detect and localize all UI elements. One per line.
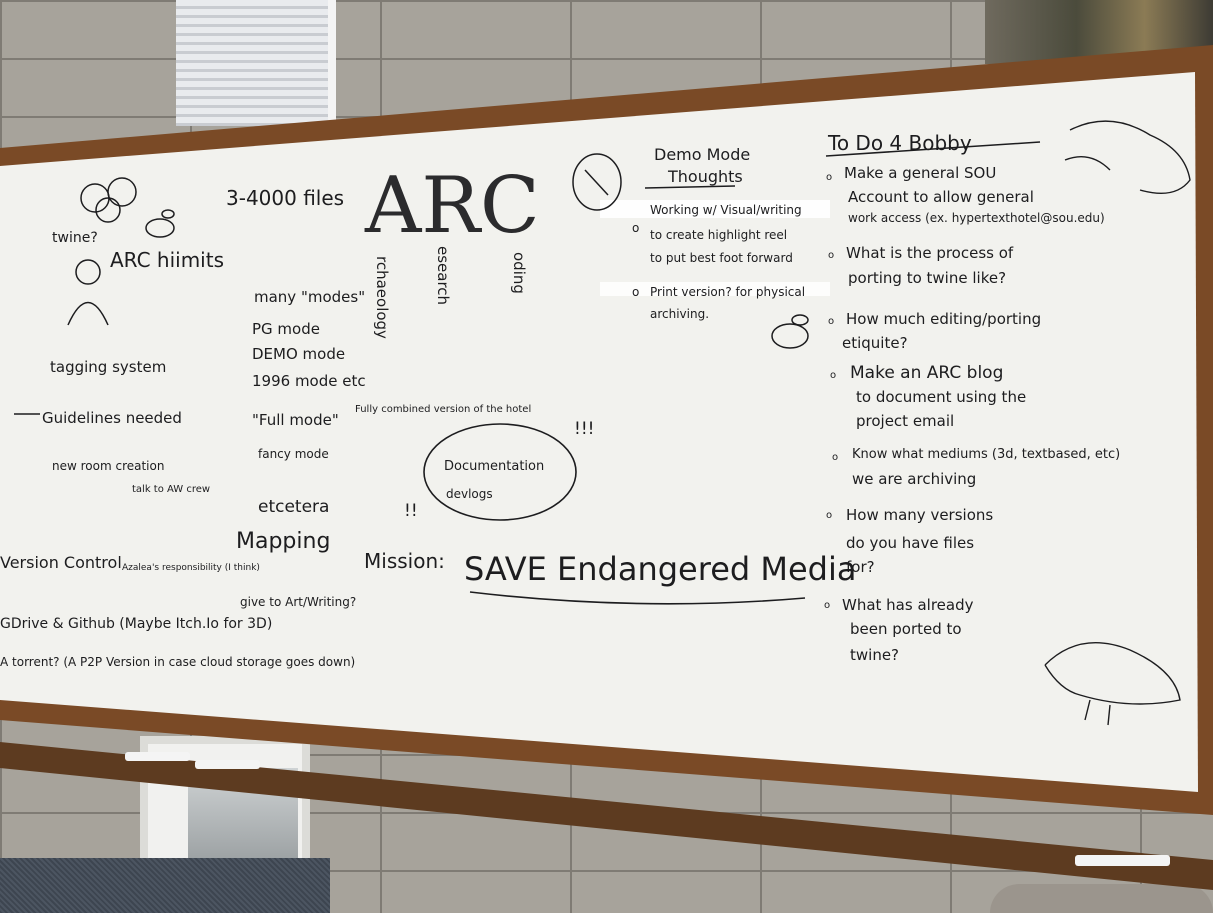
todo-6-line-2: do you have files [846,534,974,552]
window-blinds [176,0,336,126]
whiteboard-surface [0,72,1198,792]
bee-icon [572,153,622,211]
rat-doodle-icon [1064,120,1191,194]
marker-icon [125,752,190,761]
mode-full: "Full mode" [252,411,339,429]
torrent-note: A torrent? (A P2P Version in case cloud … [0,655,355,669]
todo-1-line-1: Make a general SOU [844,164,996,182]
new-room-creation: new room creation [52,459,164,473]
guidelines-needed: Guidelines needed [42,409,182,427]
talk-to-aw-crew: talk to AW crew [132,484,210,495]
mission-underline [469,591,806,605]
version-control: Version Control [0,553,122,572]
carpet-floor [0,858,330,913]
mission-label: Mission: [364,549,445,573]
etcetera: etcetera [258,497,329,517]
exclamation-left: !! [404,501,418,521]
give-to-art-writing: give to Art/Writing? [240,595,356,609]
todo-1-line-3: work access (ex. hypertexthotel@sou.edu) [848,211,1105,225]
devlogs-label: devlogs [446,487,493,501]
todo-6-line-3: for? [846,558,875,576]
todo-4-line-3: project email [856,412,954,430]
bench [990,884,1213,913]
demo-mode-thoughts: Thoughts [667,167,743,186]
todo-5-line-1: Know what mediums (3d, textbased, etc) [852,447,1120,462]
board-title: ARC [364,161,540,251]
acronym-coding: oding [510,252,528,294]
demo-mode-section: Demo Mode Thoughts o Working w/ Visual/w… [572,145,809,349]
todo-7-line-3: twine? [850,646,899,664]
marker-tray [0,742,1213,890]
demo-bullet-1-line-1: Working w/ Visual/writing [650,203,802,217]
exclamation-right: !!! [574,419,594,439]
todo-7-line-1: What has already [842,596,974,614]
mode-pg: PG mode [252,320,320,338]
mode-1996: 1996 mode etc [252,372,366,390]
todo-4-line-2: to document using the [856,388,1026,406]
todo-bullet: o [830,370,836,381]
demo-mode-title: Demo Mode [654,145,750,164]
todo-1-line-2: Account to allow general [848,188,1034,206]
acronym-research: esearch [434,246,452,305]
todo-7-line-2: been ported to [850,620,962,638]
bee-icon [771,314,809,349]
gdrive-github: GDrive & Github (Maybe Itch.Io for 3D) [0,616,272,632]
todo-section: To Do 4 Bobby o Make a general SOU Accou… [824,120,1191,726]
todo-2-line-2: porting to twine like? [848,269,1006,287]
todo-5-line-2: we are archiving [852,470,976,488]
mode-demo: DEMO mode [252,345,345,363]
marker-icon [1075,855,1170,866]
todo-bullet: o [826,172,832,183]
demo-title-underline [644,185,736,189]
todo-bullet: o [826,510,832,521]
todo-3-line-1: How much editing/porting [846,310,1041,328]
responsibility-note: Azalea's responsibility (I think) [122,563,260,573]
demo-bullet-2-line-1: Print version? for physical [650,285,805,299]
todo-2-line-1: What is the process of [846,244,1014,262]
demo-bullet-marker: o [632,221,639,235]
demo-bullet-1-line-2: to create highlight reel [650,228,787,242]
bird-doodle-icon [1044,642,1181,726]
mode-fancy: fancy mode [258,447,329,461]
todo-bullet: o [828,316,834,327]
bee-icon [145,209,175,238]
todo-bullet: o [824,600,830,611]
arc-hiimits-label: ARC hiimits [110,248,224,272]
demo-bullet-marker: o [632,285,639,299]
full-mode-note: Fully combined version of the hotel [355,404,531,415]
twine-label: twine? [52,230,98,246]
todo-title-underline [825,141,1041,157]
acronym-archaeology: rchaeology [373,256,391,339]
light-glare [600,200,830,218]
demo-bullet-2-line-2: archiving. [650,307,709,321]
todo-bullet: o [832,452,838,463]
light-glare [600,282,830,296]
person-doodle-icon [67,259,109,326]
todo-bullet: o [828,250,834,261]
documentation-label: Documentation [444,459,544,474]
modes-heading: many "modes" [254,288,365,306]
todo-6-line-1: How many versions [846,506,993,524]
files-note: 3-4000 files [226,186,344,210]
mission-text: SAVE Endangered Media [464,550,856,588]
todo-4-line-1: Make an ARC blog [850,363,1003,383]
marker-icon [195,760,260,769]
documentation-circle [423,423,577,521]
tagging-system: tagging system [50,358,166,376]
todo-3-line-2: etiquite? [842,334,908,352]
demo-bullet-1-line-3: to put best foot forward [650,251,793,265]
mapping-label: Mapping [236,529,330,554]
arc-logo-doodle [80,177,137,223]
